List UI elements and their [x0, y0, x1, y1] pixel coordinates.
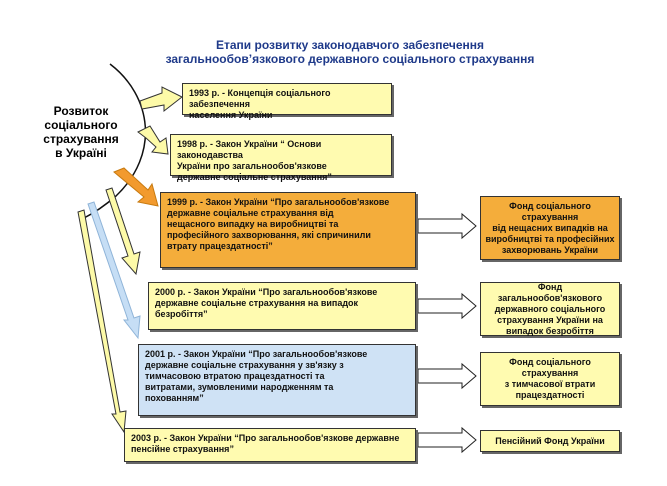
stage-box-2000: 2000 р. - Закон України “Про загальнообо…	[148, 282, 416, 330]
arrow-to-1998	[137, 125, 169, 155]
arrow-stage-to-fund-1	[417, 212, 477, 240]
arrow-to-2001	[87, 201, 141, 340]
left-label: Розвиток соціального страхування в Украї…	[43, 104, 119, 160]
arrow-stage-to-fund-3	[417, 362, 477, 390]
page-title-line-2: загальнообов’язкового державного соціаль…	[165, 52, 535, 66]
stage-box-2001: 2001 р. - Закон України “Про загальнообо…	[138, 344, 416, 416]
fund-box-temporary-disability: Фонд соціального страхування з тимчасово…	[480, 352, 620, 406]
stage-box-1998: 1998 р. - Закон України “ Основи законод…	[170, 134, 392, 182]
arrow-stage-to-fund-2	[417, 292, 477, 320]
arrow-stage-to-fund-4	[417, 426, 477, 454]
arrow-to-2000	[105, 187, 141, 276]
arrow-to-1999	[113, 167, 159, 207]
stage-box-1999: 1999 р. - Закон України “Про загальнообо…	[160, 192, 416, 268]
arrow-to-2003	[77, 209, 127, 434]
fund-box-accidents: Фонд соціального страхування від нещасни…	[480, 196, 620, 260]
stage-box-2003: 2003 р. - Закон України “Про загальнообо…	[124, 428, 416, 462]
arrow-to-1993	[139, 86, 183, 113]
stage-box-1993: 1993 р. - Концепція соціального забезпеч…	[182, 83, 392, 120]
fund-box-pension: Пенсійний Фонд України	[480, 430, 620, 452]
fund-box-unemployment: Фонд загальнообов'язкового державного со…	[480, 282, 620, 336]
page-title-line-1: Етапи розвитку законодавчого забезпеченн…	[215, 38, 484, 52]
